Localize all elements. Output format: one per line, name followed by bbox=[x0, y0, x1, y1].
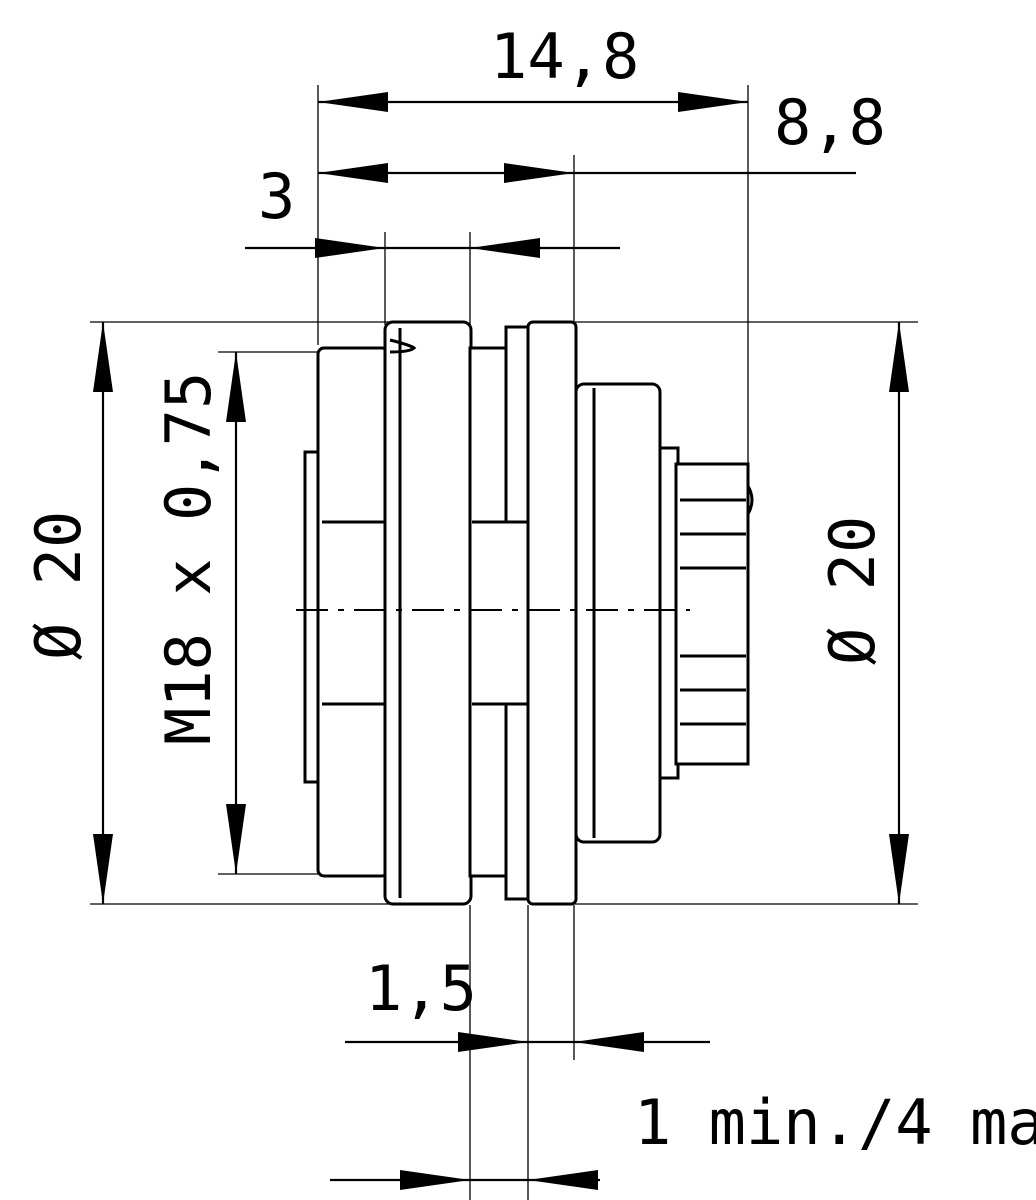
dimension-overall-length bbox=[318, 92, 748, 112]
front-length-label: 3 bbox=[258, 160, 295, 233]
dimension-right-diameter bbox=[889, 322, 909, 904]
gap-tab-bottom bbox=[504, 702, 532, 901]
gap-tab-top bbox=[504, 325, 532, 524]
rear-housing bbox=[574, 382, 662, 844]
dimension-rear-length bbox=[318, 163, 856, 183]
connector-body bbox=[303, 320, 754, 906]
panel-thickness-label: 1 min./4 max. bbox=[634, 1086, 1036, 1159]
nut-body bbox=[316, 346, 390, 878]
thread-label: M18 x 0,75 bbox=[152, 372, 225, 745]
overall-length-label: 14,8 bbox=[490, 20, 639, 93]
rear-length-label: 8,8 bbox=[774, 86, 886, 159]
dimension-front-length bbox=[245, 238, 620, 258]
right-diameter-label: Ø 20 bbox=[816, 516, 889, 665]
contact-insert bbox=[674, 462, 750, 766]
left-diameter-label: Ø 20 bbox=[22, 511, 95, 660]
dimension-left-diameter bbox=[93, 322, 113, 904]
gap-width-label: 1,5 bbox=[365, 952, 477, 1025]
front-flange bbox=[526, 320, 578, 906]
collar bbox=[383, 320, 473, 906]
dimension-gap-width bbox=[345, 1032, 710, 1052]
dimension-panel-thickness bbox=[330, 1170, 600, 1190]
dimension-thread bbox=[226, 352, 246, 874]
